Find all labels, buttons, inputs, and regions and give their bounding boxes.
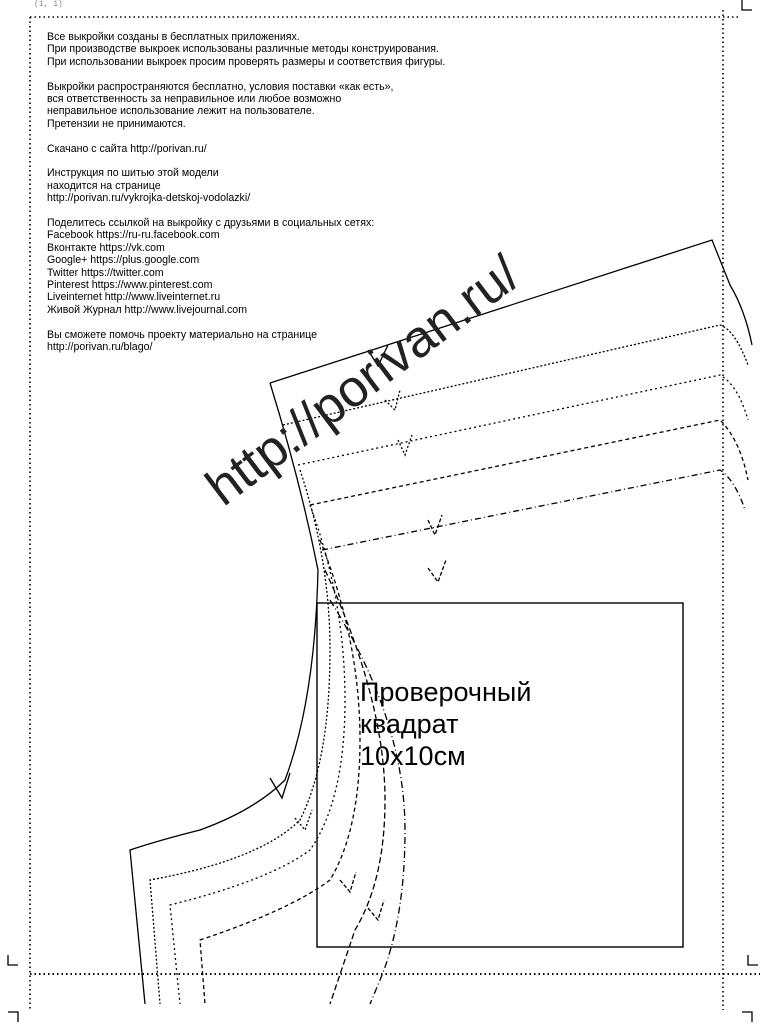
crop-mark	[747, 955, 758, 966]
info-line: неправильное использование лежит на поль…	[47, 105, 315, 118]
seam-line-4	[321, 469, 746, 551]
check-square-label-line: Проверочный	[360, 677, 532, 707]
check-square-label-line: квадрат	[360, 709, 459, 739]
social-link-facebook[interactable]: Facebook https://ru-ru.facebook.com	[47, 229, 220, 242]
seam-line-2	[297, 374, 749, 466]
seam-line-8	[324, 569, 386, 1005]
info-line: Претензии не принимаются.	[47, 117, 186, 130]
social-link-livejournal[interactable]: Живой Журнал http://www.livejournal.com	[47, 303, 248, 316]
notch-mark	[397, 434, 413, 457]
pattern-outline-left	[129, 382, 319, 1005]
social-link-pinterest[interactable]: Pinterest https://www.pinterest.com	[47, 279, 213, 292]
crop-mark	[8, 1011, 19, 1022]
page-index: (1, 1)	[34, 0, 63, 9]
notch-mark	[427, 514, 443, 537]
notch-mark	[294, 809, 313, 832]
info-block: Все выкройки созданы в бесплатных прилож…	[47, 31, 517, 366]
seam-line-7	[199, 539, 361, 1005]
crop-mark	[742, 1011, 753, 1022]
notch-mark	[367, 899, 385, 922]
info-line: При производстве выкроек использованы ра…	[47, 43, 439, 56]
info-line: Все выкройки созданы в бесплатных прилож…	[47, 31, 300, 43]
info-line: находится на странице	[47, 179, 161, 192]
crop-mark	[7, 955, 18, 966]
notch-mark	[269, 772, 291, 800]
info-line: При использовании выкроек просим проверя…	[47, 55, 446, 68]
info-paragraph-instructions: Инструкция по шитью этой модели находитс…	[47, 167, 517, 204]
info-paragraph-social: Поделитесь ссылкой на выкройку с друзьям…	[47, 217, 517, 316]
notch-mark	[367, 344, 389, 368]
social-link-liveinternet[interactable]: Liveinternet http://www.liveinternet.ru	[47, 291, 221, 304]
notch-mark	[384, 389, 401, 412]
social-link-vk[interactable]: Вконтакте https://vk.com	[47, 241, 165, 254]
info-paragraph-source: Скачано с сайта http://porivan.ru/	[47, 143, 517, 155]
info-paragraph-donate: Вы сможете помочь проекту материально на…	[47, 329, 517, 354]
info-line: Инструкция по шитью этой модели	[47, 167, 219, 180]
social-link-twitter[interactable]: Twitter https://twitter.com	[47, 266, 164, 279]
pattern-outline-top	[269, 239, 753, 384]
info-link[interactable]: http://porivan.ru/vykrojka-detskoj-vodol…	[47, 192, 251, 205]
seam-line-9	[329, 599, 406, 1005]
crop-mark	[741, 0, 752, 11]
info-paragraph-free-apps: Все выкройки созданы в бесплатных прилож…	[47, 31, 517, 68]
notch-mark	[427, 559, 447, 584]
donate-link[interactable]: http://porivan.ru/blago/	[47, 341, 153, 354]
info-line: Вы сможете помочь проекту материально на…	[47, 328, 317, 341]
info-line: Скачано с сайта http://porivan.ru/	[47, 142, 207, 155]
check-square-label-line: 10x10см	[360, 741, 466, 771]
info-line: вся ответственность за неправильное или …	[47, 93, 342, 106]
seam-line-6	[169, 504, 346, 1005]
seam-line-3	[309, 419, 749, 506]
notch-mark	[339, 871, 357, 894]
info-paragraph-disclaimer: Выкройки распространяются бесплатно, усл…	[47, 81, 517, 131]
seam-line-1	[282, 324, 749, 426]
info-line: Поделитесь ссылкой на выкройку с друзьям…	[47, 217, 375, 230]
info-line: Выкройки распространяются бесплатно, усл…	[47, 80, 394, 93]
check-square	[316, 602, 684, 948]
check-square-label: Проверочный квадрат 10x10см	[360, 676, 531, 772]
social-link-google-plus[interactable]: Google+ https://plus.google.com	[47, 254, 200, 267]
seam-line-5	[149, 469, 331, 1005]
